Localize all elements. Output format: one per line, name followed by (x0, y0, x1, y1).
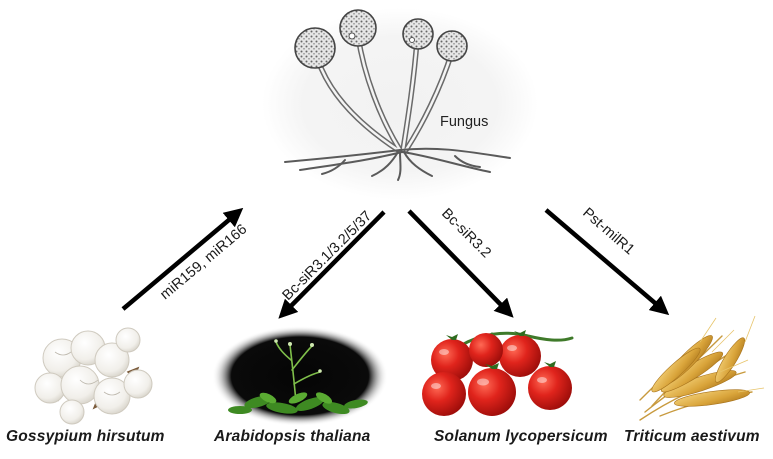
arrow-fungus-to-arabidopsis (285, 212, 384, 312)
species-label-gossypium: Gossypium hirsutum (6, 428, 165, 446)
arrow-plant-to-fungus (123, 214, 236, 309)
species-label-arabidopsis: Arabidopsis thaliana (214, 428, 370, 446)
wheat-image (640, 316, 764, 420)
fungus-illustration: Fungus (262, 8, 538, 200)
cotton-image (35, 328, 152, 424)
arrow-label-bc-sir3-2: Bc-siR3.2 (438, 206, 494, 262)
arrow-label-mir159-mir166: miR159, miR166 (157, 221, 250, 303)
arabidopsis-image (212, 326, 388, 426)
species-label-triticum: Triticum aestivum (624, 428, 760, 446)
species-label-solanum: Solanum lycopersicum (434, 428, 608, 446)
arrow-label-bc-sir3-multi: Bc-siR3.1/3.2/5/37 (280, 208, 376, 304)
tomato-image (422, 330, 572, 416)
fungus-label: Fungus (440, 114, 488, 130)
arrow-label-pst-milr1: Pst-milR1 (579, 205, 637, 258)
